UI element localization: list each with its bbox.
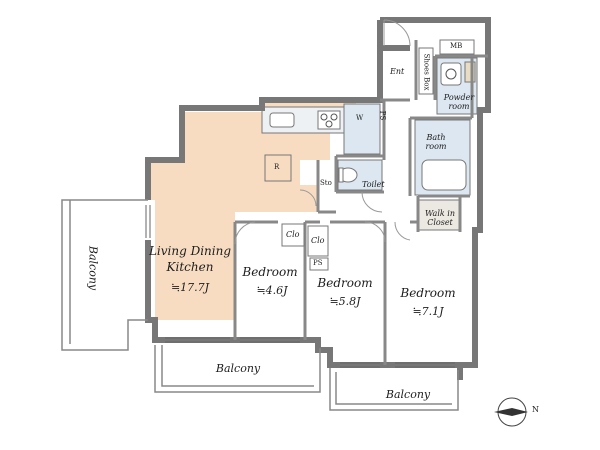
entrance-label: Ent (390, 67, 405, 76)
bath-label: Bath room (425, 134, 446, 151)
bath-label-line2: room (425, 142, 447, 151)
closet-2-box (307, 225, 329, 257)
ps2-label: PS (378, 110, 387, 121)
burner (320, 113, 328, 121)
compass-icon (494, 397, 528, 427)
burner (325, 120, 333, 128)
stove (317, 110, 341, 130)
shoes-box (418, 47, 434, 95)
closet1-label: Clo (286, 230, 300, 239)
windows (145, 205, 455, 368)
ldk-name: Living Dining Kitchen (149, 245, 231, 273)
fridge-label: R (274, 163, 280, 171)
fridge-space (264, 154, 292, 182)
closet2-label: Clo (311, 236, 325, 245)
sink (269, 112, 295, 128)
mb-box (439, 39, 475, 55)
balcony-outlines (61, 199, 459, 411)
ldk-area: ≒17.7J (170, 281, 210, 294)
ps-box (309, 257, 329, 271)
mb-label: MB (450, 42, 463, 50)
basin-bowl (445, 68, 457, 80)
bedroom3-name: Bedroom (400, 286, 456, 300)
exterior-walls (145, 17, 491, 380)
washer-area-floor (343, 103, 381, 155)
bedroom3-area: ≒7.1J (412, 305, 444, 318)
compass-north-label: N (532, 405, 539, 414)
burner (330, 113, 338, 121)
powder-label-line1: Powder (443, 93, 475, 102)
bathtub (421, 159, 467, 191)
powder-label: Powder room (444, 94, 474, 111)
powder-label-line2: room (448, 102, 470, 111)
bedroom1-name: Bedroom (242, 265, 298, 279)
ldk-name-line2: Kitchen (166, 260, 214, 274)
toilet-tank (338, 167, 344, 183)
bedroom1-area: ≒4.6J (256, 284, 288, 297)
balcony-south1-label: Balcony (215, 362, 261, 375)
door-swings (234, 19, 411, 245)
bedroom2-name: Bedroom (317, 276, 373, 290)
balcony-south2-label: Balcony (385, 388, 431, 401)
shelf (464, 61, 476, 83)
bedroom2-area: ≒5.8J (329, 295, 361, 308)
ps1-label: PS (313, 259, 323, 267)
ldk-name-line1: Living Dining (148, 244, 232, 258)
ldk-floor (145, 102, 356, 320)
toilet-label: Toilet (362, 180, 385, 189)
shoes-box-label: Shoes Box (422, 53, 431, 91)
balcony-west-label: Balcony (86, 245, 100, 291)
closet-1-box (281, 223, 305, 247)
wash-basin (440, 62, 462, 86)
wic-label-line2: Closet (427, 218, 453, 227)
washer-label: W (356, 114, 364, 122)
wic-label-line1: Walk in (425, 209, 455, 218)
sto-label: Sto (320, 179, 332, 187)
bath-label-line1: Bath (426, 133, 446, 142)
wic-label: Walk in Closet (425, 210, 455, 227)
